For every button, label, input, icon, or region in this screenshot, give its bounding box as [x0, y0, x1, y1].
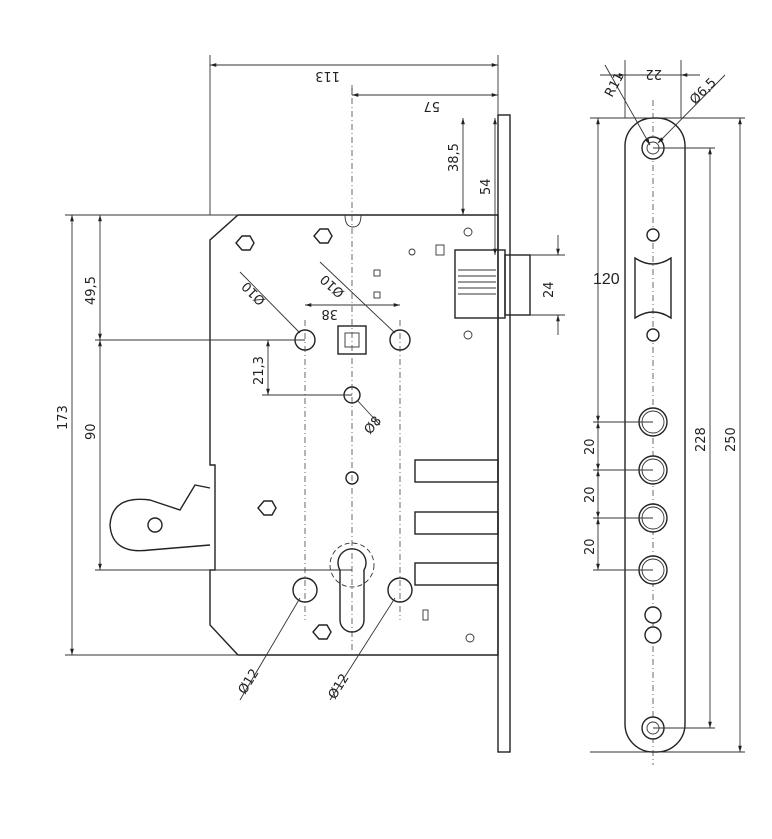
- dim-90: 90: [84, 423, 99, 440]
- dim-dia8: Ø8: [362, 414, 385, 438]
- lock-case: [109, 85, 531, 753]
- dim-dia10-right: Ø10: [318, 271, 348, 300]
- dimension-labels: 113 57 38,5 54 173 49,5 90 21,3 38 Ø10 Ø…: [56, 68, 557, 702]
- dim-250: 250: [724, 427, 739, 452]
- dim-173: 173: [56, 405, 71, 430]
- dim-20-a: 20: [583, 438, 598, 455]
- dim-49-5: 49,5: [84, 276, 99, 305]
- dim-dia12-right: Ø12: [326, 671, 353, 702]
- dim-54: 54: [479, 178, 494, 195]
- dim-20-c: 20: [583, 538, 598, 555]
- dim-22: 22: [645, 66, 662, 81]
- dim-21-3: 21,3: [252, 356, 267, 385]
- dim-38: 38: [321, 306, 338, 321]
- faceplate-view: [590, 60, 745, 765]
- dim-24: 24: [542, 281, 557, 298]
- dim-dia6-5: Ø6,5: [687, 75, 719, 107]
- dim-20-b: 20: [583, 486, 598, 503]
- dim-dia12-left: Ø12: [236, 666, 263, 697]
- dim-57: 57: [423, 98, 440, 113]
- dim-38-5: 38,5: [447, 143, 462, 172]
- dim-120: 120: [593, 271, 620, 288]
- dim-228: 228: [694, 427, 709, 452]
- dimension-lines: [65, 55, 565, 701]
- dim-dia10-left: Ø10: [239, 278, 269, 308]
- dim-113: 113: [315, 68, 340, 83]
